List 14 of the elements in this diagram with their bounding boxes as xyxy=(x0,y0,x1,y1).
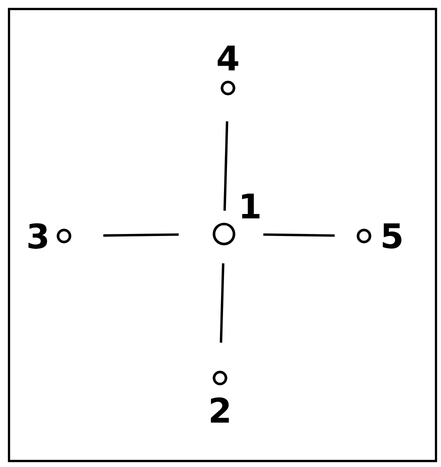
connector-line xyxy=(223,121,228,211)
node-circle xyxy=(220,80,236,96)
node-circle xyxy=(212,370,228,386)
node-number: 4 xyxy=(218,46,238,70)
connector-line xyxy=(103,233,179,237)
node-circle xyxy=(356,228,372,244)
node-circle xyxy=(56,228,72,244)
node-number: 1 xyxy=(242,194,260,218)
node-circle xyxy=(212,222,236,246)
node-number: 3 xyxy=(28,223,48,249)
connector-line xyxy=(263,233,335,237)
node-number: 5 xyxy=(382,223,402,249)
node-number: 2 xyxy=(210,397,229,423)
connector-line xyxy=(220,263,224,343)
